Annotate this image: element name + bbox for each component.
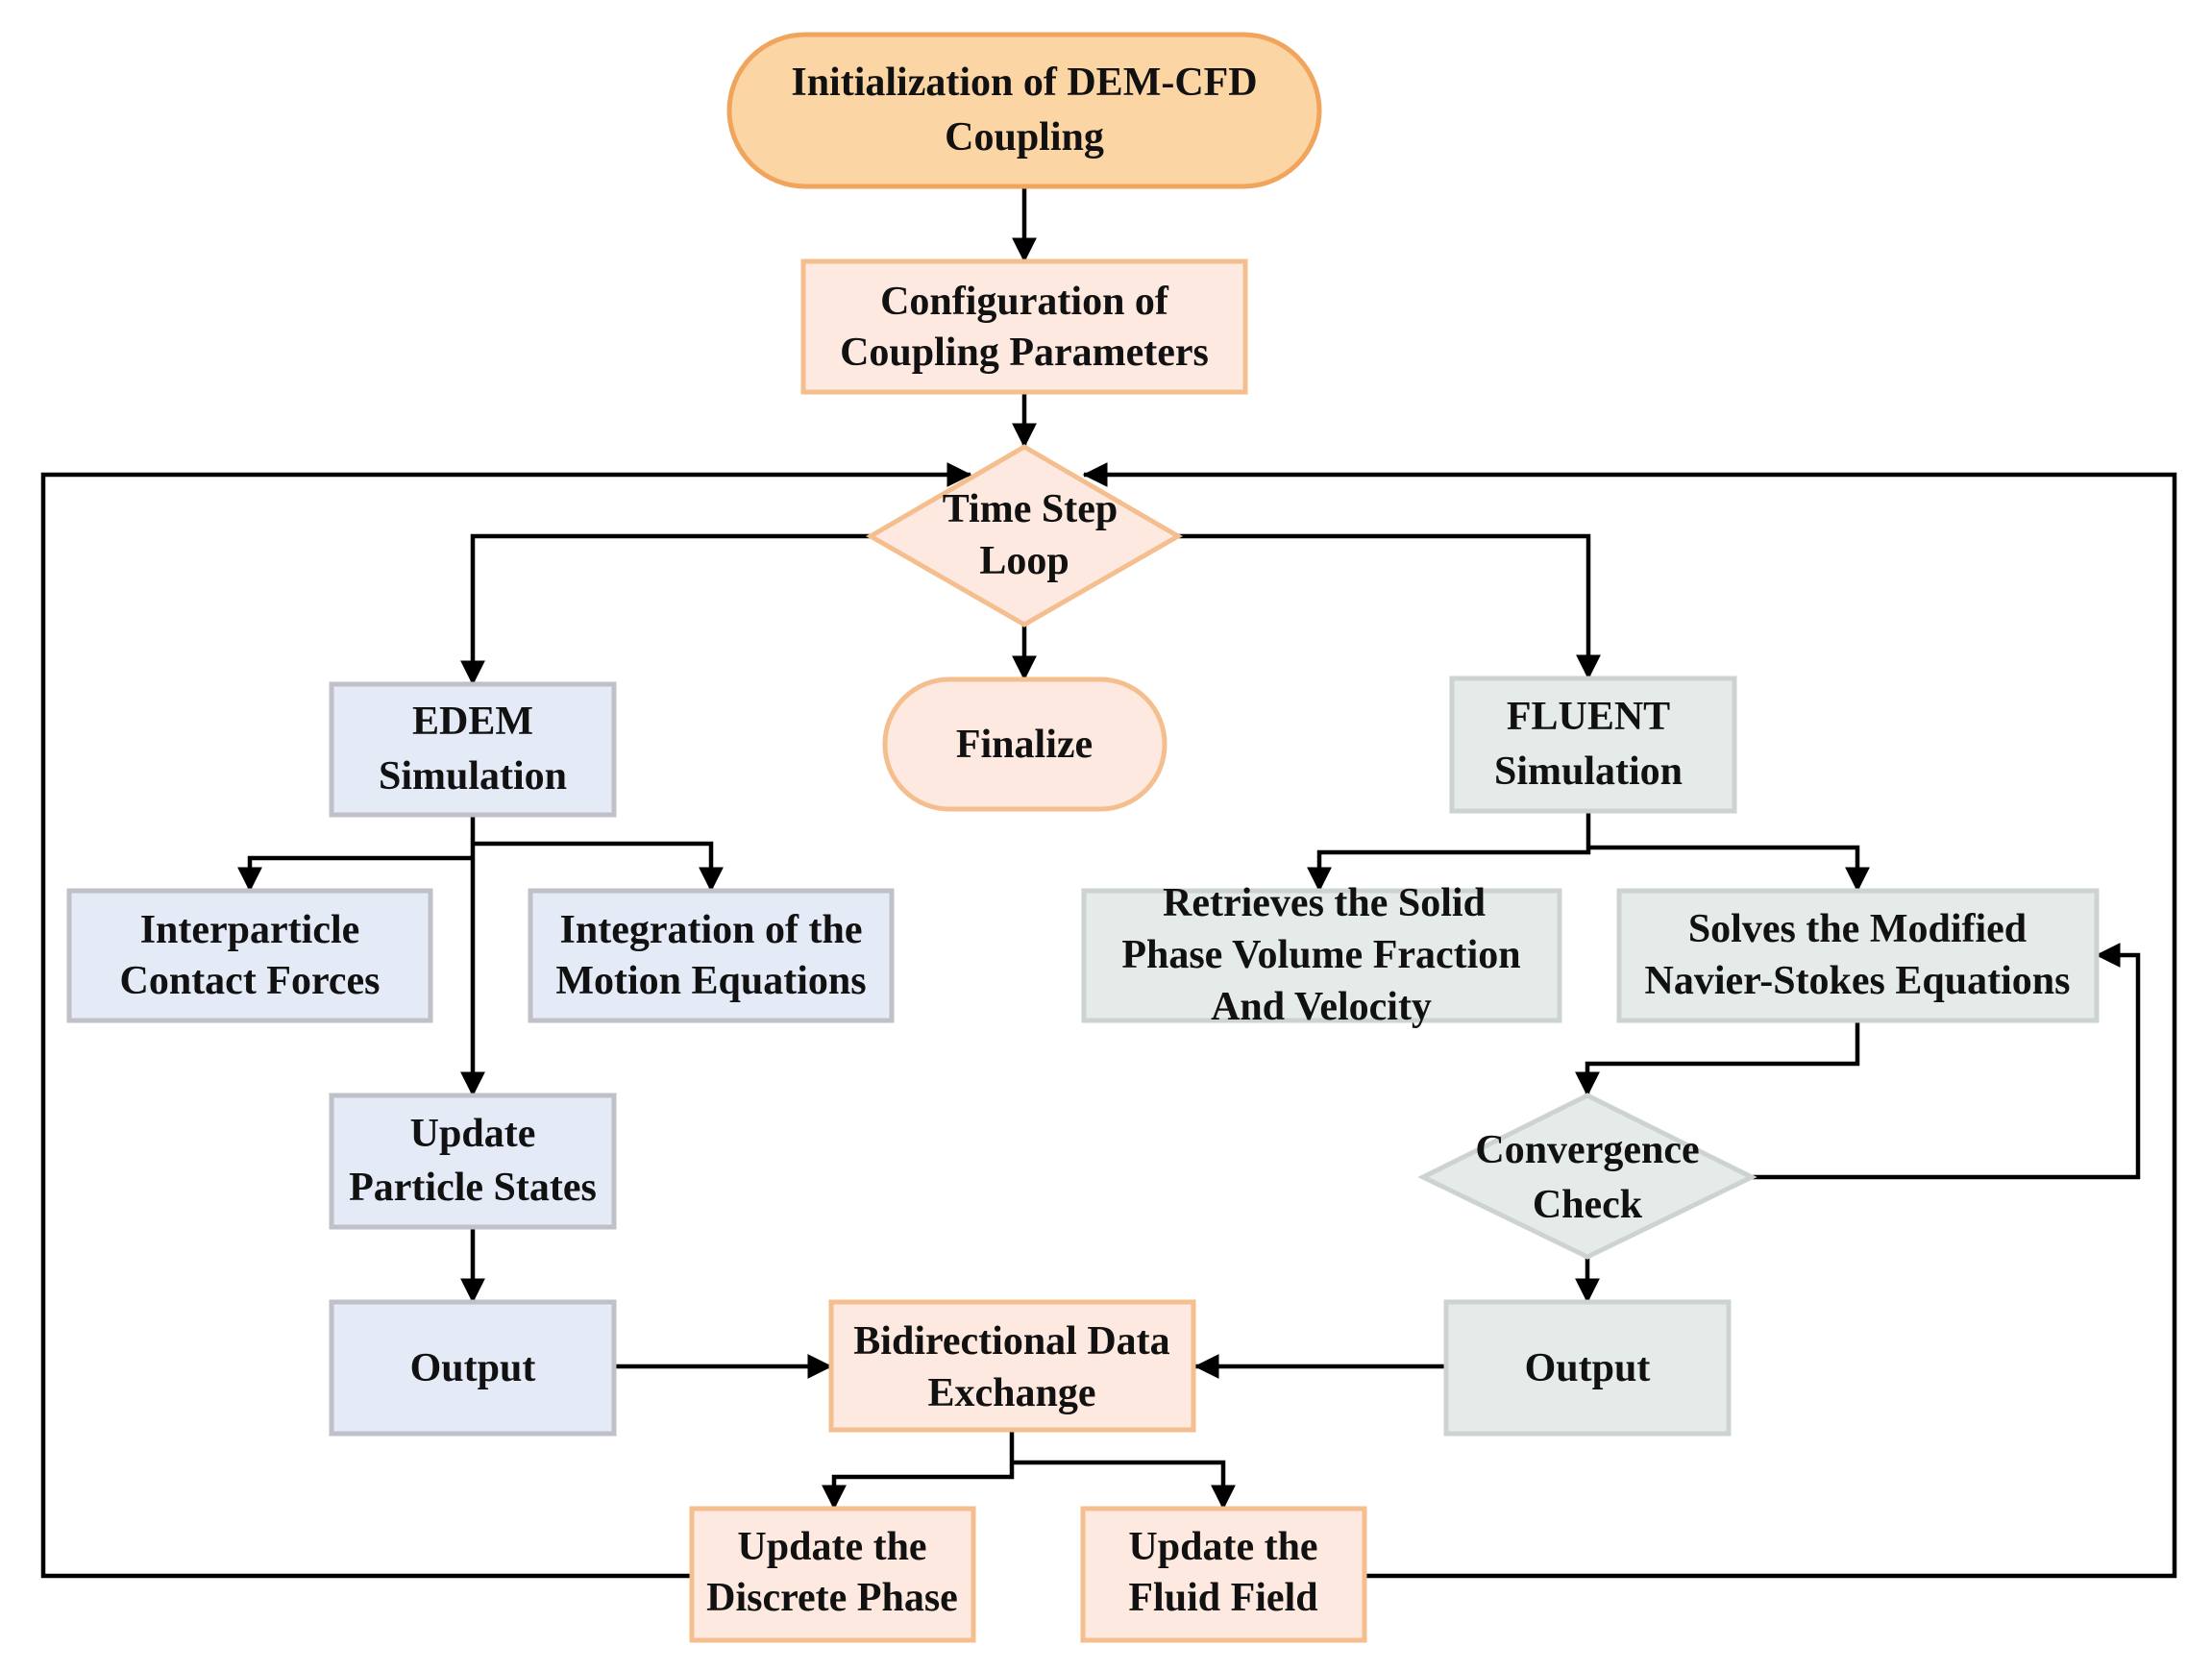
node-finalize-line1: Finalize: [956, 723, 1093, 767]
node-interparticle: Interparticle Contact Forces: [66, 888, 433, 1023]
node-output-edem-line1: Output: [410, 1346, 536, 1390]
arrow-solves-convergence: [1575, 1020, 1860, 1097]
node-retrieves-line1: Retrieves the Solid: [1163, 881, 1486, 925]
arrow-fluent-solves: [1588, 845, 1870, 893]
node-update-discrete-line2: Discrete Phase: [706, 1576, 958, 1620]
node-interparticle-line1: Interparticle: [140, 908, 360, 952]
node-fluent-line2: Simulation: [1494, 749, 1683, 794]
node-output-fluent: Output: [1443, 1299, 1732, 1437]
arrow-exchange-discrete: [822, 1430, 1015, 1511]
node-init-line2: Coupling: [945, 115, 1104, 160]
node-output-fluent-line1: Output: [1525, 1346, 1651, 1390]
node-update-fluid-line1: Update the: [1128, 1525, 1317, 1569]
arrow-convergence-solves: [1752, 943, 2141, 1180]
node-config: Configuration of Coupling Parameters: [800, 258, 1248, 395]
node-convergence-line2: Check: [1533, 1183, 1643, 1227]
node-exchange-line1: Bidirectional Data: [853, 1319, 1169, 1364]
node-convergence-line1: Convergence: [1475, 1128, 1699, 1172]
arrow-timestep-fluent: [1178, 533, 1601, 680]
node-convergence: Convergence Check: [1417, 1093, 1757, 1260]
node-config-line2: Coupling Parameters: [840, 331, 1209, 375]
node-edem: EDEM Simulation: [329, 681, 617, 818]
node-solves-line2: Navier-Stokes Equations: [1645, 959, 2071, 1003]
node-init-line1: Initialization of DEM-CFD: [791, 61, 1257, 105]
node-update-fluid-line2: Fluid Field: [1128, 1576, 1317, 1620]
arrow-exchange-fluid: [1012, 1460, 1236, 1511]
arrow-edem-interparticle: [237, 855, 473, 893]
node-retrieves-line2: Phase Volume Fraction: [1121, 933, 1520, 977]
node-edem-line2: Simulation: [379, 754, 567, 799]
node-update-fluid: Update the Fluid Field: [1080, 1506, 1367, 1643]
node-update-particle-line2: Particle States: [349, 1166, 597, 1210]
node-time-step-line1: Time Step: [943, 487, 1118, 531]
node-retrieves-line3: And Velocity: [1211, 985, 1432, 1029]
node-time-step: Time Step Loop: [866, 444, 1183, 627]
arrow-timestep-edem: [460, 533, 871, 686]
node-fluent-line1: FLUENT: [1507, 695, 1670, 739]
node-solves: Solves the Modified Navier-Stokes Equati…: [1616, 888, 2100, 1023]
node-interparticle-line2: Contact Forces: [120, 959, 381, 1003]
node-integration: Integration of the Motion Equations: [528, 888, 895, 1023]
node-update-particle-line1: Update: [410, 1112, 536, 1156]
node-update-particle: Update Particle States: [329, 1093, 617, 1230]
node-solves-line1: Solves the Modified: [1688, 907, 2027, 951]
node-integration-line2: Motion Equations: [555, 959, 866, 1003]
node-config-line1: Configuration of: [880, 280, 1169, 324]
node-retrieves: Retrieves the Solid Phase Volume Fractio…: [1081, 881, 1562, 1029]
node-edem-line1: EDEM: [412, 700, 533, 744]
loop-frame-right: [1082, 462, 2177, 1579]
node-fluent: FLUENT Simulation: [1449, 676, 1737, 814]
node-update-discrete: Update the Discrete Phase: [689, 1506, 976, 1643]
node-init: Initialization of DEM-CFD Coupling: [726, 32, 1322, 189]
arrow-fluent-retrieves: [1307, 811, 1591, 893]
node-exchange: Bidirectional Data Exchange: [828, 1299, 1196, 1433]
node-time-step-line2: Loop: [979, 539, 1069, 583]
node-update-discrete-line1: Update the: [737, 1525, 926, 1569]
node-output-edem: Output: [329, 1299, 617, 1437]
node-exchange-line2: Exchange: [927, 1371, 1095, 1415]
node-finalize: Finalize: [882, 676, 1167, 812]
arrow-edem-integration: [473, 841, 724, 893]
node-integration-line1: Integration of the: [560, 908, 863, 952]
loop-frame-left: [40, 462, 972, 1579]
